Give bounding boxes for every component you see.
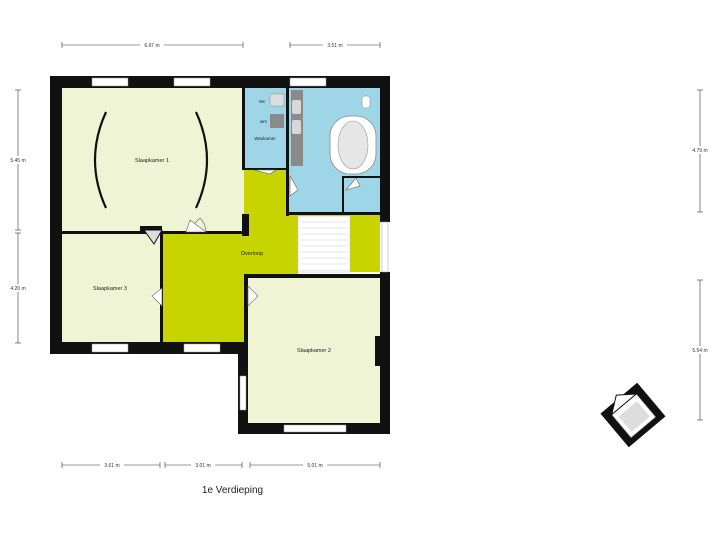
- bedroom-3-floor: [62, 234, 162, 342]
- dim-top-right: 3.51 m: [327, 43, 342, 49]
- bathroom-fixtures: [269, 90, 377, 175]
- bedroom-2-floor: [248, 278, 380, 423]
- landing-label: Overloop: [241, 251, 263, 257]
- bedroom-1-floor: [62, 88, 244, 234]
- bedroom-1-arcs: [93, 111, 209, 209]
- toilet: [361, 95, 371, 109]
- windows: [91, 77, 389, 433]
- dim-left-upper: 5.45 m: [10, 158, 25, 164]
- radiator: [375, 336, 380, 366]
- dim-right-upper: 4.79 m: [692, 148, 707, 154]
- bedroom-3-label: Slaapkamer 3: [93, 286, 127, 292]
- laundry-label: Waskamer: [254, 136, 276, 141]
- floor-title: 1e Verdieping: [201, 485, 264, 496]
- dim-bottom-right: 5.01 m: [307, 463, 322, 469]
- bedroom-1-label: Slaapkamer 1: [135, 158, 169, 164]
- staircase: [297, 215, 351, 273]
- dim-right-lower: 5.54 m: [692, 348, 707, 354]
- wm-tag: wm: [260, 119, 267, 124]
- compass-icon: [600, 382, 666, 448]
- doors: [143, 169, 361, 307]
- landing-floor: [162, 170, 380, 342]
- dim-bottom-middle: 3.01 m: [195, 463, 210, 469]
- dim-bottom-left: 3.61 m: [104, 463, 119, 469]
- radiator: [140, 226, 162, 232]
- wc-tag: Wc: [259, 99, 266, 104]
- dim-top-left: 6.97 m: [144, 43, 159, 49]
- wc-fixture: [269, 93, 285, 107]
- dim-left-lower: 4.20 m: [10, 286, 25, 292]
- washing-machine: [270, 114, 284, 128]
- bedroom-2-label: Slaapkamer 2: [297, 348, 331, 354]
